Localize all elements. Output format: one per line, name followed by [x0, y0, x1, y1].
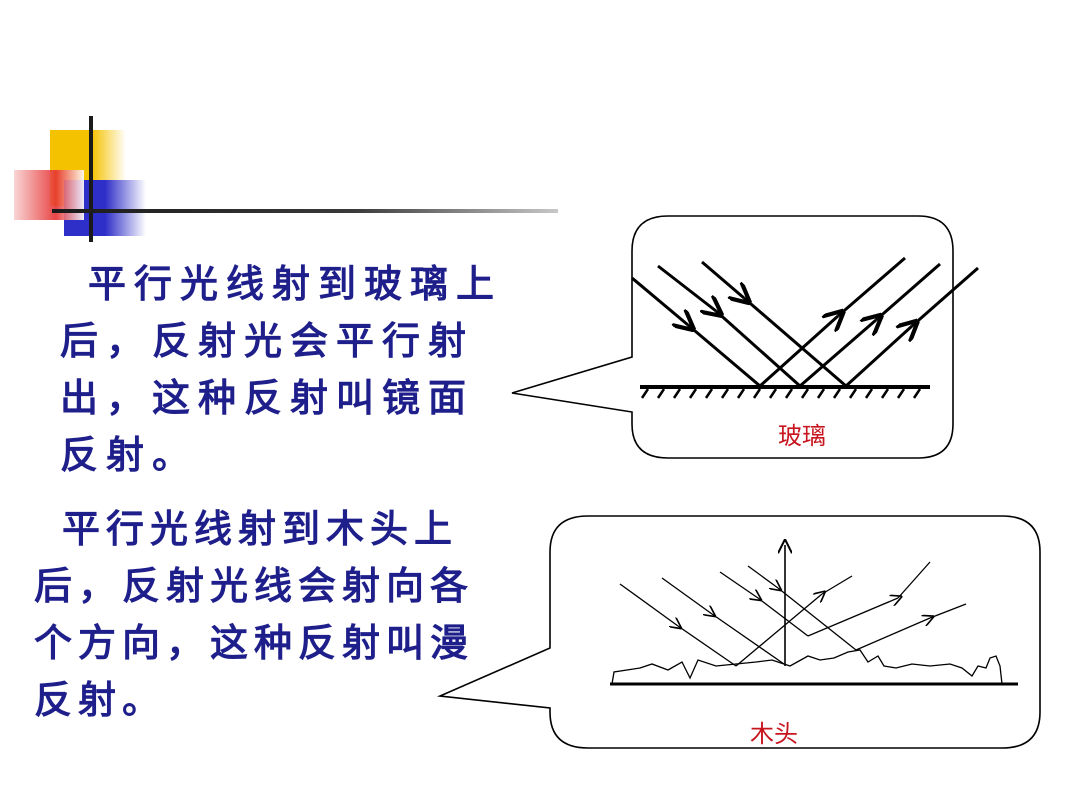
glass-label: 玻璃	[778, 422, 826, 450]
glass-line-2: 后，反射光会平行射	[60, 318, 475, 363]
wood-reflected-rays	[735, 561, 967, 667]
wood-label: 木头	[750, 720, 798, 748]
glass-line-1: 平行光线射到玻璃上	[88, 261, 503, 306]
glass-callout-bubble	[511, 215, 954, 459]
title-ornament	[0, 110, 570, 250]
glass-line-3: 出，这种反射叫镜面	[60, 375, 475, 420]
wood-callout-bubble	[436, 515, 1041, 749]
wood-surface	[610, 649, 1018, 686]
glass-surface	[640, 385, 930, 399]
wood-line-1: 平行光线射到木头上	[62, 506, 459, 551]
ornament-vertical-line	[89, 116, 93, 242]
glass-paragraph: 平行光线射到玻璃上 后，反射光会平行射 出，这种反射叫镜面 反射。	[60, 255, 502, 483]
wood-line-3: 个方向，这种反射叫漫	[34, 620, 475, 665]
glass-line-4: 反射。	[60, 432, 199, 477]
glass-incident-rays	[631, 260, 847, 388]
wood-line-2: 后，反射光线会射向各	[34, 563, 475, 608]
glass-reflected-rays	[758, 256, 979, 388]
ornament-horizontal-line	[52, 209, 558, 213]
wood-paragraph: 平行光线射到木头上 后，反射光线会射向各 个方向，这种反射叫漫 反射。	[34, 500, 474, 728]
wood-line-4: 反射。	[34, 677, 167, 722]
wood-incident-rays	[619, 565, 857, 667]
